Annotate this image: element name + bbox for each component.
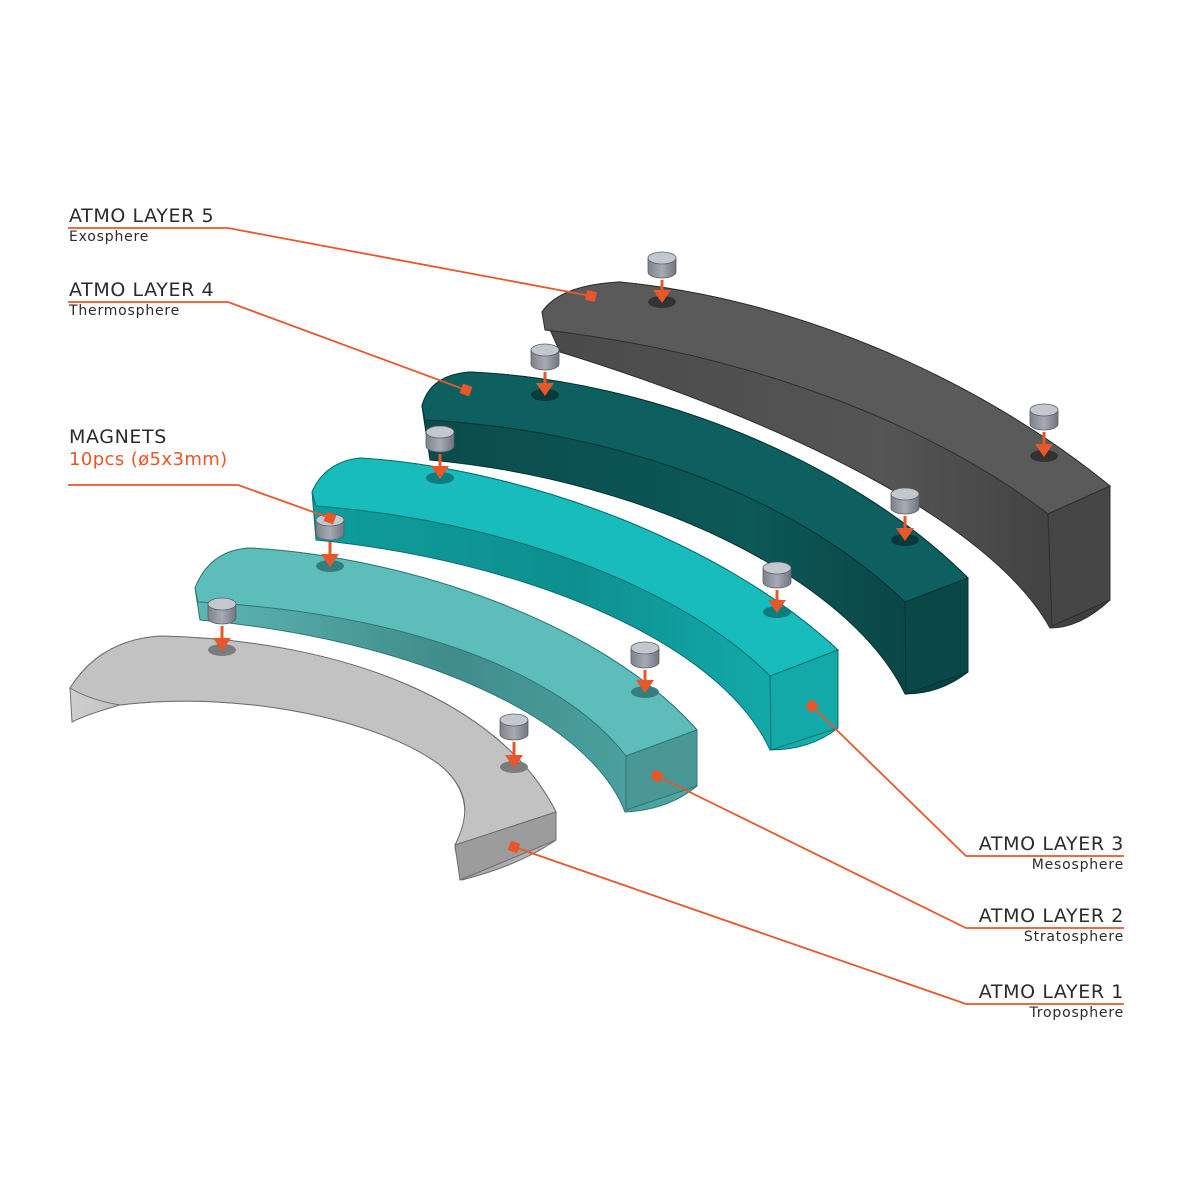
leader-line-layer-3: [811, 705, 1124, 857]
insert-arrow-icon: [653, 280, 671, 303]
atmo-layer-5-piece: [541, 281, 1111, 629]
label-layer-3: ATMO LAYER 3 Mesosphere: [979, 833, 1124, 875]
insert-arrow-icon: [896, 516, 914, 541]
magnet-icon: [890, 487, 920, 515]
magnet-icon: [647, 251, 677, 279]
insert-arrow-icon: [768, 590, 786, 613]
label-magnets-subtitle: 10pcs (ø5x3mm): [69, 449, 228, 470]
insert-arrow-icon: [1035, 432, 1053, 457]
leader-line-layer-1: [513, 846, 1124, 1005]
leader-dot-magnets: [323, 511, 337, 525]
insert-arrow-icon: [213, 626, 231, 651]
atmo-layer-2-piece: [194, 547, 698, 813]
leader-dot-layer-2: [650, 769, 664, 783]
label-layer-2-subtitle: Stratosphere: [1023, 929, 1124, 945]
magnet-icon: [630, 641, 660, 669]
leader-dot-layer-1: [507, 840, 521, 854]
label-layer-3-subtitle: Mesosphere: [1031, 857, 1124, 873]
insert-arrow-icon: [321, 542, 339, 567]
label-magnets: MAGNETS 10pcs (ø5x3mm): [69, 426, 228, 472]
label-layer-5: ATMO LAYER 5 Exosphere: [69, 205, 214, 247]
magnet-icon: [530, 343, 560, 371]
leader-line-layer-4: [68, 301, 467, 391]
leader-line-layer-2: [656, 775, 1124, 929]
label-layer-1: ATMO LAYER 1 Troposphere: [979, 981, 1124, 1023]
leader-dot-layer-3: [804, 698, 820, 714]
leader-dot-layer-4: [459, 383, 473, 397]
label-layer-3-title: ATMO LAYER 3: [978, 833, 1124, 855]
leader-line-layer-5: [68, 227, 592, 297]
magnets-group: [207, 251, 1059, 768]
label-layer-5-title: ATMO LAYER 5: [69, 205, 215, 227]
label-magnets-title: MAGNETS: [69, 426, 167, 448]
insert-arrow-icon: [636, 670, 654, 693]
insert-arrow-icon: [536, 372, 554, 396]
magnet-icon: [1029, 403, 1059, 431]
magnet-icon: [499, 713, 529, 741]
label-layer-1-subtitle: Troposphere: [1029, 1005, 1124, 1021]
leader-line-magnets: [68, 484, 331, 519]
label-layer-2: ATMO LAYER 2 Stratosphere: [979, 905, 1124, 947]
atmo-layer-4-piece: [421, 371, 969, 695]
label-layer-4-title: ATMO LAYER 4: [69, 279, 215, 301]
magnet-icon: [762, 561, 792, 589]
magnet-icon: [207, 597, 237, 625]
label-layer-4-subtitle: Thermosphere: [69, 303, 181, 319]
label-layer-5-subtitle: Exosphere: [69, 229, 150, 245]
magnet-icon: [425, 425, 455, 453]
leader-dot-layer-5: [585, 290, 597, 302]
insert-arrow-icon: [431, 454, 449, 479]
label-layer-4: ATMO LAYER 4 Thermosphere: [69, 279, 214, 321]
insert-arrow-icon: [505, 742, 523, 768]
atmo-layer-3-piece: [311, 457, 839, 751]
label-layer-2-title: ATMO LAYER 2: [978, 905, 1124, 927]
label-layer-1-title: ATMO LAYER 1: [978, 981, 1124, 1003]
